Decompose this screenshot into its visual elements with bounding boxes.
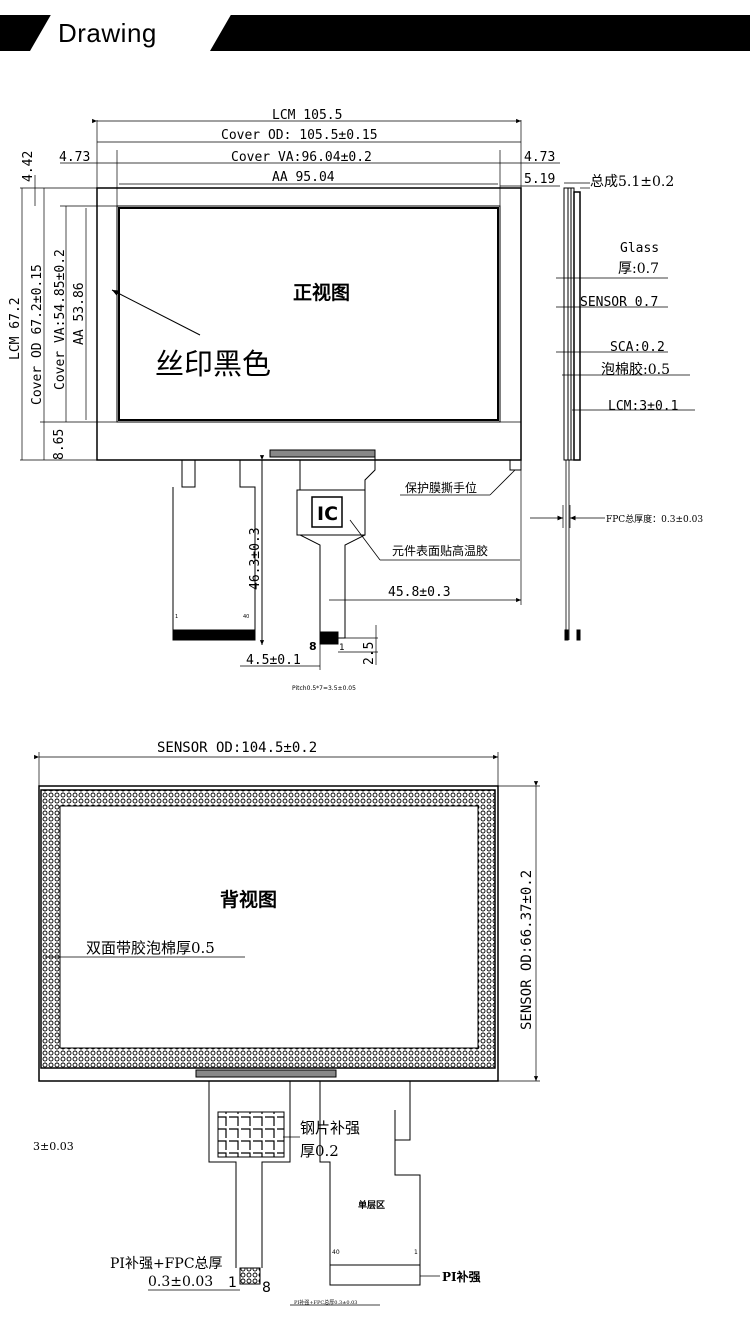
- front-pin-8: 8: [309, 640, 317, 653]
- pitch-note: Pitch0.5*7=3.5±0.05: [292, 685, 356, 692]
- dim-463: 46.3±0.3: [248, 527, 263, 590]
- back-sensor-od-height: SENSOR OD:66.37±0.2: [519, 870, 535, 1030]
- dim-right-473: 4.73: [524, 150, 555, 165]
- back-view-label: 背视图: [220, 888, 277, 911]
- side-foam-thickness: 泡棉胶:0.5: [601, 361, 670, 378]
- dim-cover-od-height: Cover OD 67.2±0.15: [30, 264, 45, 405]
- dim-right-519: 5.19: [524, 172, 555, 187]
- dim-cover-va: Cover VA:96.04±0.2: [231, 150, 372, 165]
- front-connector-fpc: [172, 460, 256, 641]
- back-pin-1: 1: [228, 1275, 237, 1291]
- pi-fpc-label: PI补强+FPC总厚: [110, 1256, 223, 1272]
- back-conn-pin-40: 40: [332, 1249, 340, 1256]
- back-side-note: 3±0.03: [33, 1140, 74, 1153]
- front-bond-pads: [269, 449, 376, 458]
- side-fpc-thickness: FPC总厚度：0.3±0.03: [606, 513, 703, 525]
- front-conn-pin-1: 1: [175, 614, 178, 620]
- section-title: Drawing: [58, 18, 157, 48]
- ic-label: IC: [317, 503, 338, 525]
- front-view-label: 正视图: [293, 281, 350, 304]
- dim-aa: AA 95.04: [272, 170, 335, 185]
- front-pitch-pads: [319, 631, 339, 645]
- dim-aa-height: AA 53.86: [72, 282, 87, 345]
- silk-print-label: 丝印黑色: [155, 347, 271, 381]
- cover-outline: [96, 187, 522, 461]
- side-total-thickness: 总成5.1±0.2: [590, 174, 674, 190]
- back-sensor-od-width: SENSOR OD:104.5±0.2: [157, 740, 317, 756]
- back-foam-tape: [40, 789, 496, 1069]
- back-pin-8: 8: [262, 1280, 271, 1296]
- front-main-ribbon: [261, 449, 376, 645]
- front-connector-contacts: [172, 629, 256, 641]
- side-glass: [563, 187, 569, 461]
- back-view: [34, 752, 540, 1306]
- front-conn-pin-40: 40: [243, 614, 249, 620]
- dim-458: 45.8±0.3: [388, 585, 451, 600]
- side-lcm-thickness: LCM:3±0.1: [608, 399, 678, 414]
- section-header: Drawing: [0, 15, 750, 51]
- side-lcm: [573, 191, 581, 461]
- side-view: [530, 182, 695, 641]
- dim-cover-va-height: Cover VA:54.85±0.2: [53, 249, 68, 390]
- side-glass-label: Glass: [620, 241, 659, 256]
- dim-cover-od: Cover OD: 105.5±0.15: [221, 128, 378, 143]
- side-text: 总成5.1±0.2 Glass 厚:0.7 SENSOR 0.7 SCA:0.2…: [580, 174, 703, 525]
- back-pi-stiffener-pads: [239, 1267, 261, 1285]
- ic-chip: [311, 496, 343, 528]
- dim-45: 4.5±0.1: [246, 653, 301, 668]
- back-conn-pin-1: 1: [414, 1249, 418, 1256]
- side-sensor-thickness: SENSOR 0.7: [580, 295, 658, 310]
- cover-va-outline: [116, 205, 501, 423]
- front-small-fpc: [181, 460, 196, 488]
- back-pi-stiffener: [329, 1264, 421, 1286]
- dim-lcm-width: LCM 105.5: [272, 108, 342, 123]
- back-main-ribbon: [208, 1081, 291, 1268]
- steel-stiffener: [217, 1111, 285, 1158]
- single-layer-area: 单层区: [358, 1199, 385, 1211]
- pi-bottom-note: PI补强+FPC总厚0.3±0.03: [294, 1299, 357, 1306]
- back-outline: [38, 785, 499, 1082]
- back-bond-pads: [195, 1069, 337, 1078]
- protect-film-label: 保护膜撕手位: [405, 480, 477, 495]
- dim-top-442: 4.42: [21, 151, 36, 182]
- dim-bottom-865: 8.65: [52, 429, 67, 460]
- back-tape-label: 双面带胶泡棉厚0.5: [86, 939, 215, 957]
- active-area-outline: [118, 207, 499, 421]
- pi-fpc-thickness: 0.3±0.03: [148, 1274, 213, 1290]
- back-second-fpc: [319, 1081, 421, 1286]
- dim-left-473: 4.73: [59, 150, 90, 165]
- front-view: [20, 118, 560, 670]
- steel-stiffener-label: 钢片补强: [300, 1119, 360, 1137]
- side-sca-thickness: SCA:0.2: [610, 340, 665, 355]
- side-glass-thickness: 厚:0.7: [618, 261, 659, 277]
- component-tape-label: 元件表面贴高温胶: [392, 543, 488, 558]
- dim-25: 2.5: [362, 642, 377, 665]
- dim-lcm-height: LCM 67.2: [8, 297, 23, 360]
- front-pin-1: 1: [339, 643, 345, 653]
- protect-film-tab: [509, 460, 522, 471]
- steel-stiffener-thickness: 厚0.2: [300, 1142, 339, 1160]
- back-text: SENSOR OD:104.5±0.2 SENSOR OD:66.37±0.2 …: [33, 740, 535, 1306]
- front-dimension-text: LCM 105.5 Cover OD: 105.5±0.15 Cover VA:…: [8, 108, 555, 668]
- pi-stiffener-label: PI补强: [442, 1269, 481, 1284]
